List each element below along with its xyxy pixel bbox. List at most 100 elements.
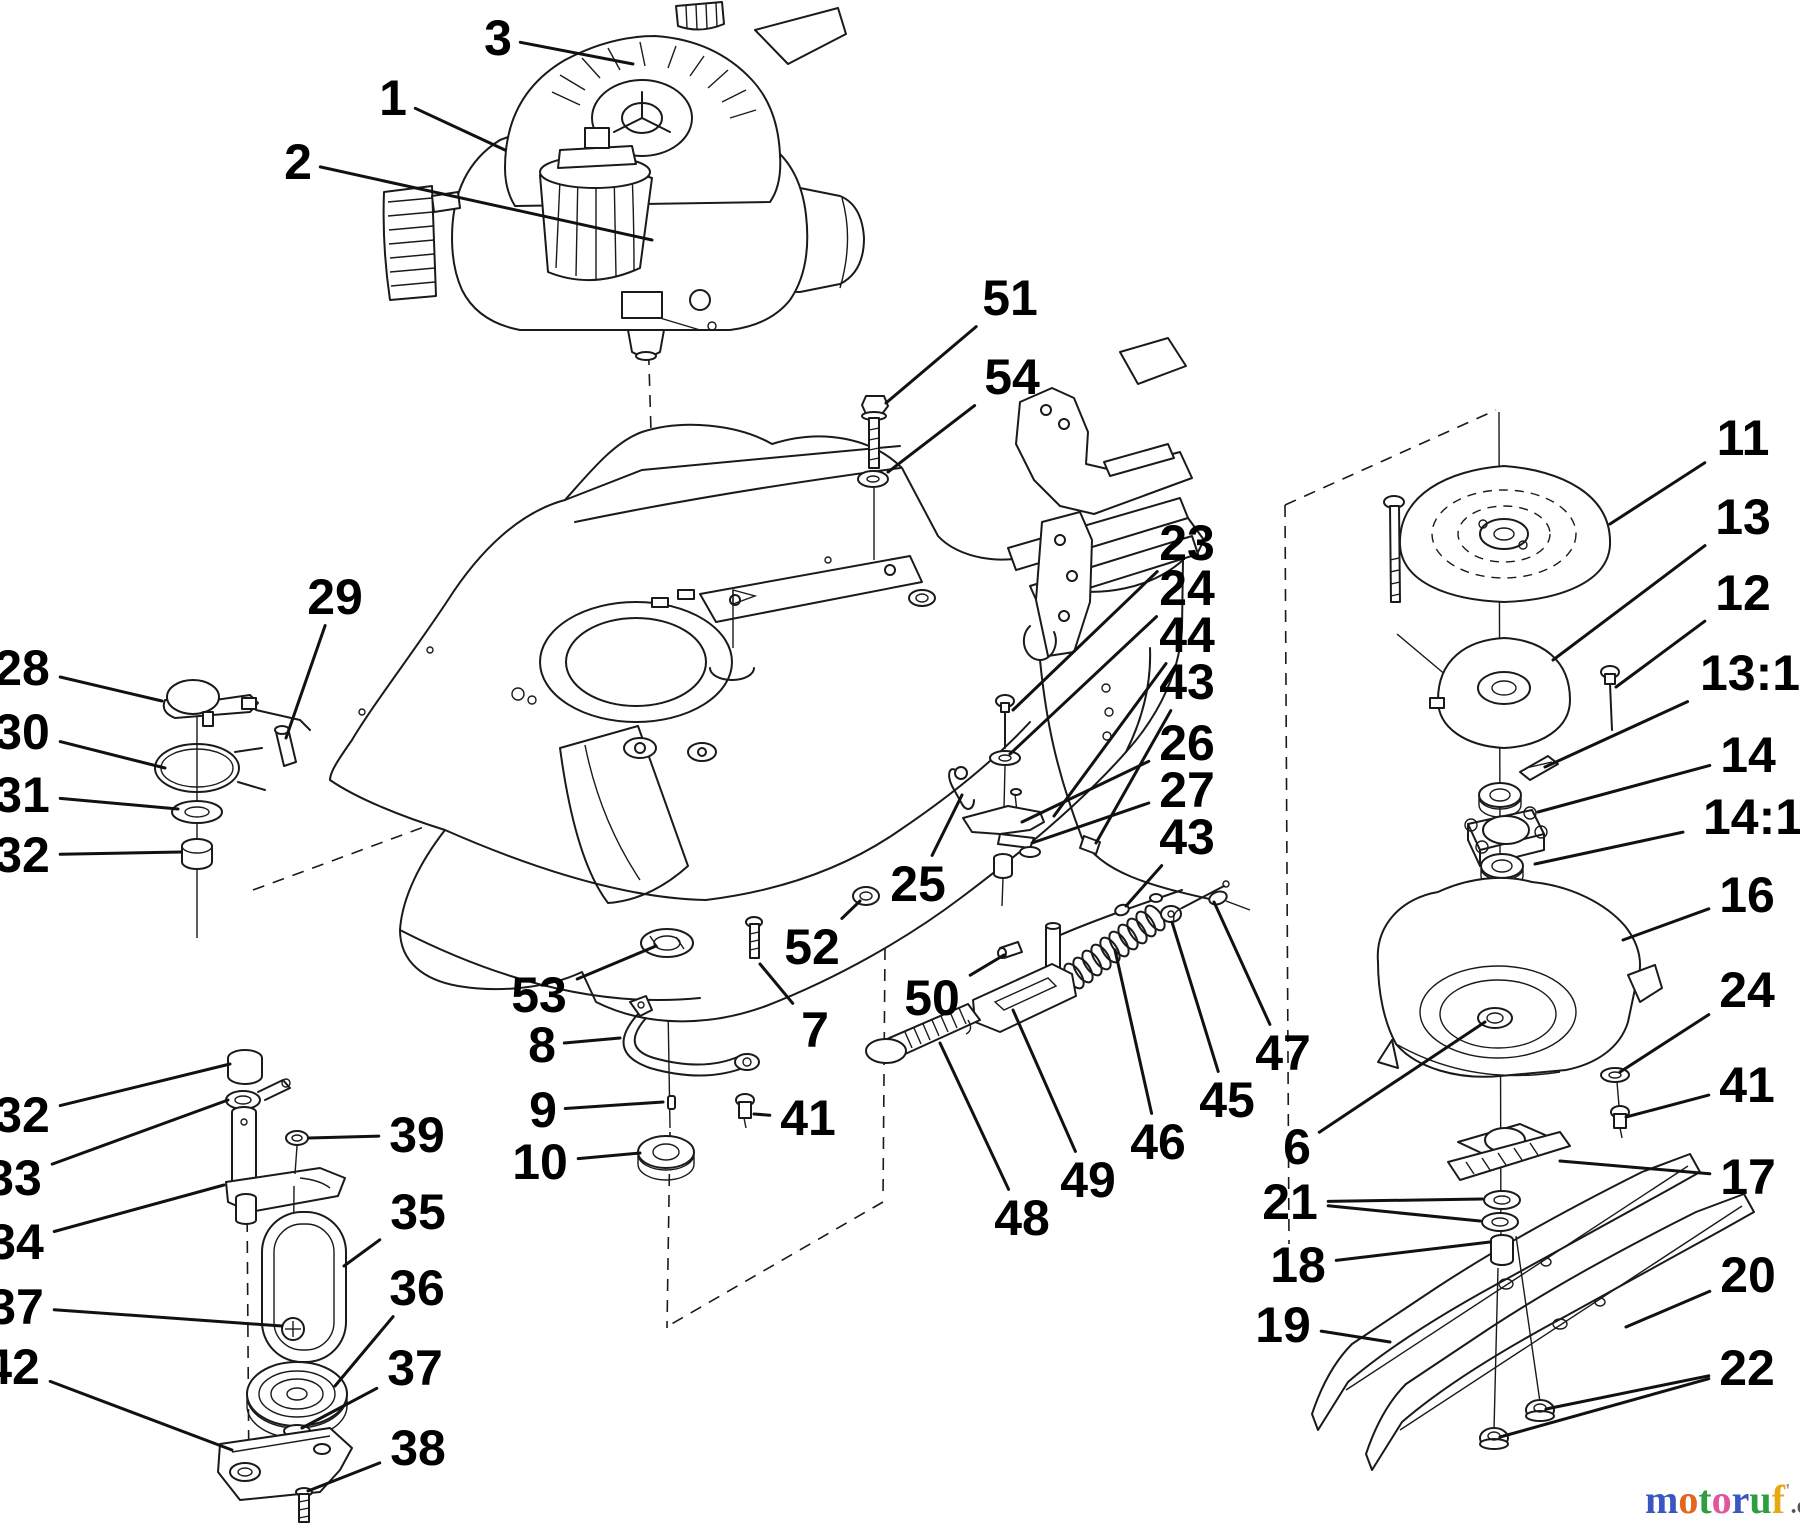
washer-45 xyxy=(1160,905,1182,923)
callout-number: 39 xyxy=(389,1107,445,1163)
leader-line xyxy=(1030,801,1151,845)
deck-top-ridge xyxy=(564,445,901,501)
blade-20 xyxy=(1365,1193,1755,1471)
washer-24 xyxy=(989,750,1021,766)
callout-number: 43 xyxy=(1159,654,1215,710)
nut-52-inner xyxy=(859,891,873,901)
washer-31-inner xyxy=(184,806,210,818)
callout-number: 45 xyxy=(1199,1072,1255,1128)
bolt-41b-body xyxy=(1613,1113,1627,1129)
callout-27: 27 xyxy=(1030,762,1215,845)
bracket-hole xyxy=(1040,404,1052,416)
leader-line xyxy=(840,899,862,920)
callout-31: 31 xyxy=(0,767,180,823)
callout-layer: 1235154232444432627432928303132323339343… xyxy=(0,10,1800,1493)
callout-37a: 37 xyxy=(0,1279,284,1335)
callout-16: 16 xyxy=(1621,867,1775,942)
callout-52: 52 xyxy=(784,899,862,975)
hook-25 xyxy=(948,768,975,810)
deck-dot xyxy=(824,556,832,564)
leader-line xyxy=(575,944,658,981)
callout-45: 45 xyxy=(1170,920,1255,1128)
ground-strap-8-inner xyxy=(633,1017,741,1066)
shaft-hole xyxy=(240,1118,248,1126)
callout-24: 24 xyxy=(1008,560,1215,756)
washer-24-inner xyxy=(998,754,1012,762)
crankshaft-end xyxy=(635,351,657,361)
callout-number: 36 xyxy=(389,1260,445,1316)
brake-cable-44 xyxy=(1039,659,1215,901)
callout-number: 3 xyxy=(484,10,512,66)
tunnel-line xyxy=(584,744,641,881)
callout-21: 21 xyxy=(1262,1174,1484,1230)
belt-cover-inner xyxy=(273,1223,335,1351)
carburetor xyxy=(621,291,663,319)
height-pin-flag xyxy=(732,589,758,605)
callout-number: 46 xyxy=(1130,1114,1186,1170)
callout-number: 11 xyxy=(1717,410,1770,466)
driver-hub-inner xyxy=(1493,527,1515,541)
washer-54 xyxy=(857,470,889,488)
callout-number: 47 xyxy=(1255,1025,1311,1081)
leader-line xyxy=(930,793,964,857)
housing-hub xyxy=(1477,671,1531,705)
bolt-41b-tip xyxy=(1619,1127,1623,1139)
leader-line xyxy=(307,1134,381,1140)
axis xyxy=(1003,765,1006,809)
leader-line xyxy=(1124,864,1164,908)
bracket-hole xyxy=(229,1462,261,1482)
recoil-spoke xyxy=(613,117,643,133)
leader-line xyxy=(1608,461,1707,526)
callout-36: 36 xyxy=(333,1260,445,1388)
leader-line xyxy=(413,106,507,152)
driver-hub xyxy=(1479,518,1529,550)
leader-line xyxy=(48,1379,234,1452)
bolt-12b-threads xyxy=(1389,557,1401,597)
leader-line xyxy=(1334,1240,1492,1262)
housing-depth xyxy=(1467,823,1481,867)
callout-42: 42 xyxy=(0,1339,234,1452)
bearing-14-1-inner xyxy=(1491,859,1513,873)
rod-47 xyxy=(1181,885,1225,909)
callout-49: 49 xyxy=(1011,1008,1116,1208)
housing-hub-inner xyxy=(1491,680,1517,696)
callout-6: 6 xyxy=(1283,1020,1487,1175)
seal-53 xyxy=(640,928,694,958)
skirt-curve-2 xyxy=(444,721,1031,901)
callout-number: 41 xyxy=(1719,1057,1775,1113)
pulley-rim xyxy=(246,1395,348,1439)
callout-44: 44 xyxy=(1052,607,1215,818)
nut-39 xyxy=(285,1130,309,1146)
engine-mount-ring-inner xyxy=(565,617,707,707)
callout-34: 34 xyxy=(0,1183,226,1270)
leader-line xyxy=(1536,763,1712,814)
nut-22a-flange xyxy=(1525,1410,1555,1422)
callout-46: 46 xyxy=(1113,948,1186,1170)
mount-plate xyxy=(699,555,923,623)
bracket-hole xyxy=(1058,418,1070,430)
bearing-10-side xyxy=(637,1153,695,1181)
callout-number: 2 xyxy=(284,134,312,190)
callout-17: 17 xyxy=(1558,1149,1776,1205)
leader-line xyxy=(884,325,978,405)
spring-46 xyxy=(1063,904,1166,990)
bolt-12b-axis xyxy=(1396,633,1448,677)
leader-line xyxy=(1020,759,1151,824)
spring-leg xyxy=(234,747,263,753)
callout-51: 51 xyxy=(884,270,1038,405)
mower-deck-drawing xyxy=(329,337,1205,1023)
callout-number: 13:1 xyxy=(1700,645,1800,701)
callout-number: 22 xyxy=(1719,1340,1775,1396)
leader-line xyxy=(576,1151,642,1161)
callout-number: 1 xyxy=(379,70,407,126)
leader-line xyxy=(50,1098,230,1166)
leader-line xyxy=(333,1315,395,1388)
callout-number: 6 xyxy=(1283,1119,1311,1175)
deck-dot xyxy=(1104,707,1114,717)
leader-line xyxy=(58,740,167,770)
leader-line xyxy=(1011,1008,1077,1153)
callout-18: 18 xyxy=(1270,1237,1492,1293)
leader-line xyxy=(1011,570,1159,712)
spacer-32b xyxy=(227,1049,263,1085)
